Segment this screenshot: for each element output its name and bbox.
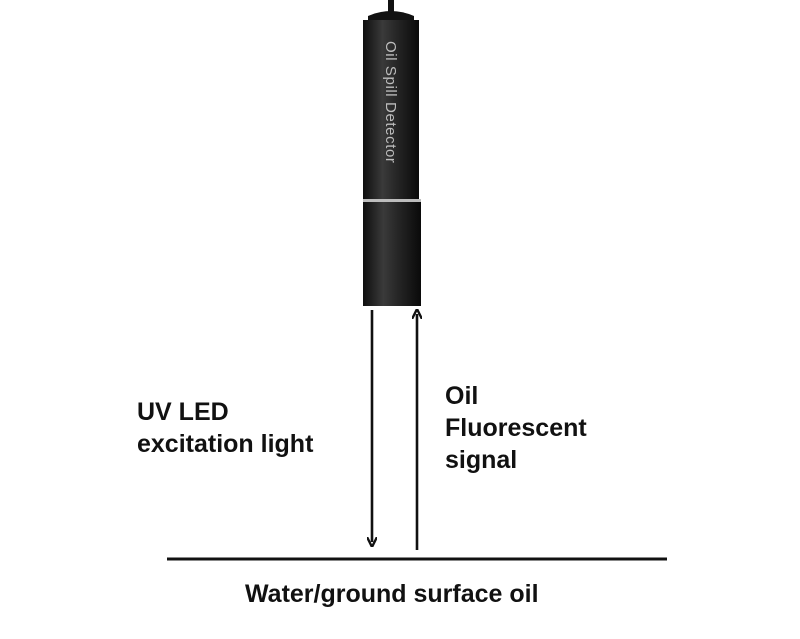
probe-cable [388,0,394,12]
oil-spill-detector-probe: Oil Spill Detector [363,0,421,306]
probe-cap [368,11,414,22]
signal-label-line-2: Fluorescent [445,414,587,442]
surface-label: Water/ground surface oil [245,580,539,608]
probe-lower-body [363,202,421,306]
probe-label: Oil Spill Detector [382,41,399,164]
signal-label-line-3: signal [445,446,518,474]
excitation-label-line-1: UV LED [137,398,229,426]
excitation-light-label: UV LED excitation light [137,396,313,460]
probe-joint-ring [363,199,421,202]
signal-label-line-1: Oil [445,382,479,410]
fluorescent-signal-label: Oil Fluorescent signal [445,380,587,476]
probe-upper-body [363,20,419,200]
excitation-label-line-2: excitation light [137,430,314,458]
